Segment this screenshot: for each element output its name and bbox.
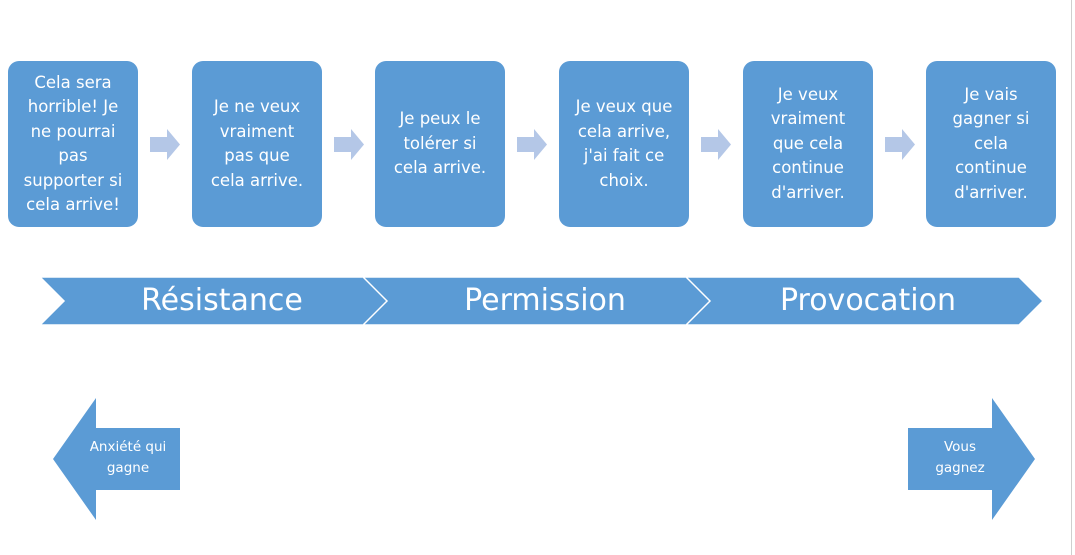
step-box-2: Je ne veux vraiment pas que cela arrive. <box>192 61 322 227</box>
step-text-2: Je ne veux vraiment pas que cela arrive. <box>210 97 304 190</box>
step-text-6: Je vais gagner si cela continue d'arrive… <box>952 84 1030 202</box>
step-box-1: Cela sera horrible! Je ne pourrai pas su… <box>8 61 138 227</box>
step-text-3: Je peux le tolérer si cela arrive. <box>393 109 487 178</box>
step-box-3: Je peux le tolérer si cela arrive. <box>375 61 505 227</box>
connector-arrow-icon-1 <box>150 129 180 160</box>
step-text-4: Je veux que cela arrive, j'ai fait ce ch… <box>575 97 673 190</box>
step-box-4: Je veux que cela arrive, j'ai fait ce ch… <box>559 61 689 227</box>
stage-label-permission: Permission <box>464 283 626 318</box>
step-text-1: Cela sera horrible! Je ne pourrai pas su… <box>23 72 123 215</box>
chevron-permission <box>363 277 711 325</box>
step-box-5: Je veux vraiment que cela continue d'arr… <box>743 61 873 227</box>
stage-label-resistance: Résistance <box>141 283 303 318</box>
chevron-resistance <box>40 277 388 325</box>
left-arrow-label: Anxiété qui gagne <box>89 439 167 476</box>
chevron-provocation <box>686 277 1043 325</box>
right-arrow-icon <box>908 398 1035 520</box>
step-text-5: Je veux vraiment que cela continue d'arr… <box>770 84 846 202</box>
right-arrow-label: Vous gagnez <box>935 439 985 476</box>
connector-arrow-icon-4 <box>701 129 731 160</box>
left-arrow-icon <box>53 398 180 520</box>
connector-arrow-icon-2 <box>334 129 364 160</box>
stage-label-provocation: Provocation <box>779 283 957 318</box>
step-box-6: Je vais gagner si cela continue d'arrive… <box>926 61 1056 227</box>
connector-arrow-icon-5 <box>885 129 915 160</box>
page-edge-line <box>1071 0 1072 555</box>
connector-arrow-icon-3 <box>517 129 547 160</box>
